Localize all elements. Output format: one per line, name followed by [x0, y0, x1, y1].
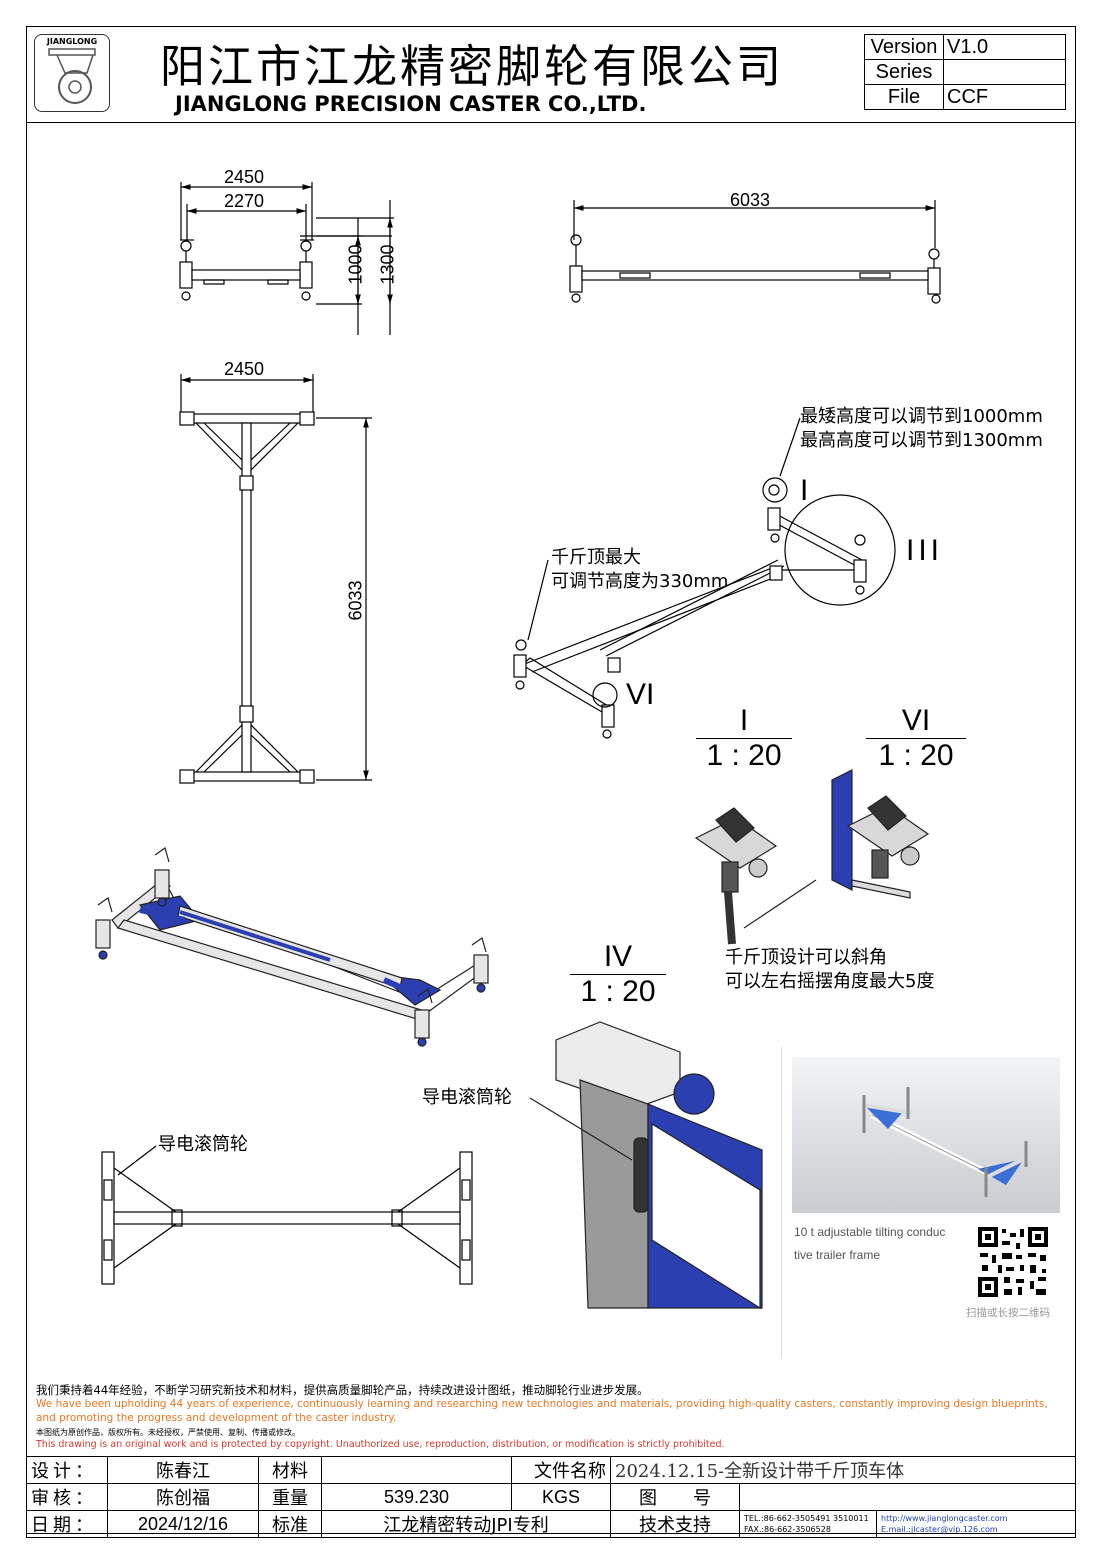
email-link[interactable]: E.mail.:jlcaster@vip.126.com — [881, 1525, 998, 1534]
product-caption-2: tive trailer frame — [794, 1248, 881, 1262]
version-table: Version V1.0 Series File CCF — [864, 34, 1066, 110]
plan-view — [179, 374, 372, 784]
scale-detail-i: I 1 : 20 — [696, 704, 792, 773]
filename-label: 文件名称 — [511, 1456, 611, 1484]
title-row-2: 审核： 陈创福 重量 539.230 KGS 图 号 — [26, 1483, 1076, 1511]
dim-top-width: 2450 — [224, 359, 265, 379]
logo-text: JIANGLONG — [46, 37, 98, 46]
dim-height-min: 1000 — [345, 244, 366, 285]
qr-caption: 扫描或长按二维码 — [966, 1307, 1050, 1319]
design-value: 陈春江 — [107, 1456, 259, 1484]
weight-label: 重量 — [258, 1483, 322, 1511]
dim-height-max: 1300 — [377, 244, 398, 285]
design-label: 设计： — [26, 1456, 108, 1484]
scale-detail-iv: IV 1 : 20 — [570, 940, 666, 1009]
scale-label: VI — [866, 704, 966, 739]
title-block: 设计： 陈春江 材料 文件名称 2024.12.15-全新设计带千斤顶车体 审核… — [26, 1456, 1076, 1538]
series-row: Series — [864, 59, 1066, 85]
contact-web[interactable]: http://www.jianglongcaster.com E.mail.:j… — [876, 1510, 1076, 1538]
title-row-1: 设计： 陈春江 材料 文件名称 2024.12.15-全新设计带千斤顶车体 — [26, 1456, 1076, 1484]
company-logo: JIANGLONG — [34, 34, 110, 112]
note-roller-plan: 导电滚筒轮 — [158, 1134, 248, 1155]
tel-text: TEL.:86-662-3505491 3510011 — [744, 1514, 869, 1523]
material-label: 材料 — [258, 1456, 322, 1484]
product-photo — [792, 1057, 1060, 1213]
scale-label: I — [696, 704, 792, 739]
note-roller-detail: 导电滚筒轮 — [422, 1087, 512, 1108]
scale-value: 1 : 20 — [706, 739, 782, 772]
info-value: CCF — [943, 84, 1066, 110]
header-divider — [26, 122, 1076, 123]
support-label: 技术支持 — [610, 1510, 740, 1538]
dim-top-length: 6033 — [345, 580, 366, 621]
callout-vi: VI — [626, 678, 655, 711]
detail-vi-view — [831, 769, 930, 899]
detail-i-view — [694, 807, 817, 945]
fax-text: FAX.:86-662-3506528 — [744, 1525, 831, 1534]
info-key: Series — [864, 59, 944, 85]
company-name-en: JIANGLONG PRECISION CASTER CO.,LTD. — [175, 92, 647, 116]
side-view — [569, 200, 941, 304]
note-height-min: 最矮高度可以调节到1000mm — [800, 406, 1043, 427]
detail-iv-view — [529, 1021, 763, 1310]
drawing-no-value — [739, 1483, 1076, 1511]
standard-value: 江龙精密转动JPI专利 — [321, 1510, 611, 1538]
bottom-plan-view — [101, 1145, 473, 1285]
date-label: 日期： — [26, 1510, 108, 1538]
drawing-no-label: 图 号 — [610, 1483, 740, 1511]
product-caption-1: 10 t adjustable tilting conduc — [794, 1225, 946, 1239]
product-card: 10 t adjustable tilting conduc tive trai… — [781, 1047, 1071, 1359]
scale-value: 1 : 20 — [580, 975, 656, 1008]
caster-logo-icon — [48, 48, 96, 104]
isometric-line-view — [513, 417, 896, 739]
note-jack-height: 可调节高度为330mm — [551, 571, 729, 592]
statement-cn: 我们秉持着44年经验，不断学习研究新技术和材料，提供高质量脚轮产品，持续改进设计… — [36, 1383, 649, 1397]
date-value: 2024/12/16 — [107, 1510, 259, 1538]
copyright-en: This drawing is an original work and is … — [36, 1439, 725, 1450]
statement-en-2: and promoting the progress and developme… — [36, 1412, 397, 1424]
material-value — [321, 1456, 512, 1484]
copyright-cn: 本图纸为原创作品，版权所有。未经授权，严禁使用、复制、传播或修改。 — [36, 1428, 300, 1437]
front-view — [179, 182, 394, 335]
dim-front-inner: 2270 — [224, 191, 265, 211]
note-tilt-2: 可以左右摇摆角度最大5度 — [725, 971, 935, 992]
note-tilt-1: 千斤顶设计可以斜角 — [725, 947, 887, 968]
company-name-cn: 阳江市江龙精密脚轮有限公司 — [160, 40, 785, 93]
info-key: File — [864, 84, 944, 110]
version-row: Version V1.0 — [864, 34, 1066, 60]
file-row: File CCF — [864, 84, 1066, 110]
note-height-max: 最高高度可以调节到1300mm — [800, 430, 1043, 451]
isometric-render-view — [95, 847, 490, 1047]
weight-value: 539.230 — [321, 1483, 512, 1511]
info-value: V1.0 — [943, 34, 1066, 60]
standard-label: 标准 — [258, 1510, 322, 1538]
title-row-3: 日期： 2024/12/16 标准 江龙精密转动JPI专利 技术支持 TEL.:… — [26, 1510, 1076, 1538]
dim-side-length: 6033 — [730, 190, 771, 210]
scale-value: 1 : 20 — [878, 739, 954, 772]
filename-value: 2024.12.15-全新设计带千斤顶车体 — [610, 1456, 1076, 1484]
callout-iii: III — [906, 534, 944, 567]
website-link[interactable]: http://www.jianglongcaster.com — [881, 1514, 1008, 1523]
scale-detail-vi: VI 1 : 20 — [866, 704, 966, 773]
scale-label: IV — [570, 940, 666, 975]
review-label: 审核： — [26, 1483, 108, 1511]
weight-unit: KGS — [511, 1483, 611, 1511]
note-jack-max: 千斤顶最大 — [551, 547, 641, 568]
qr-code-icon — [976, 1225, 1050, 1299]
dim-front-outer: 2450 — [224, 167, 265, 187]
info-key: Version — [864, 34, 944, 60]
technical-drawing — [95, 182, 941, 1310]
contact-phone: TEL.:86-662-3505491 3510011 FAX.:86-662-… — [739, 1510, 877, 1538]
statement-en-1: We have been upholding 44 years of exper… — [36, 1398, 1048, 1410]
review-value: 陈创福 — [107, 1483, 259, 1511]
callout-i: I — [800, 474, 809, 507]
